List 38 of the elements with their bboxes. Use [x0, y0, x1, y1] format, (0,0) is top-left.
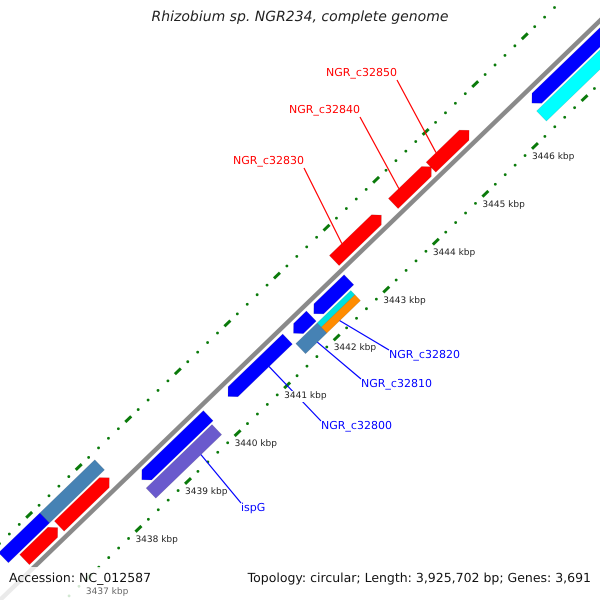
- leader-line: [316, 342, 362, 380]
- accession-text: Accession: NC_012587: [9, 570, 152, 585]
- leader-line: [303, 168, 342, 244]
- gene-block: [320, 294, 361, 334]
- gene-label: NGR_c32800: [321, 420, 392, 433]
- gene-label: NGR_c32820: [389, 349, 460, 362]
- gene-block: [316, 290, 356, 328]
- scale-label: 3440 kbp: [234, 439, 277, 450]
- scale-label: 3439 kbp: [185, 487, 228, 498]
- diagram-title: Rhizobium sp. NGR234, complete genome: [150, 9, 450, 26]
- leader-line: [200, 454, 242, 504]
- gene-block: [295, 322, 328, 354]
- leader-line: [359, 116, 400, 189]
- leader-line: [339, 320, 390, 351]
- leader-line: [396, 80, 437, 153]
- gene-block: [142, 410, 214, 480]
- scale-label: 3437 kbp: [86, 587, 128, 598]
- scale-label: 3442 kbp: [334, 343, 376, 354]
- gene-label: NGR_c32840: [289, 104, 360, 117]
- gene-block: [293, 310, 317, 334]
- gene-block: [39, 459, 105, 524]
- gene-block: [328, 214, 382, 266]
- gene-label: NGR_c32850: [326, 67, 397, 80]
- gene-label: NGR_c32830: [233, 155, 304, 168]
- gene-label: ispG: [241, 502, 266, 515]
- scale-label: 3441 kbp: [284, 391, 327, 402]
- gene-block: [388, 166, 432, 210]
- gene-block: [0, 512, 50, 564]
- scale-label: 3445 kbp: [482, 200, 525, 210]
- scale-label: 3444 kbp: [432, 248, 476, 258]
- scale-label: 3446 kbp: [532, 152, 574, 162]
- gene-block: [54, 477, 110, 532]
- gene-block: [314, 274, 354, 314]
- scale-label: 3438 kbp: [135, 534, 178, 546]
- gene-label: NGR_c32810: [361, 378, 432, 391]
- scale-label: 3443 kbp: [383, 296, 426, 306]
- gene-block: [426, 130, 470, 173]
- genome-stats-text: Topology: circular; Length: 3,925,702 bp; Genes: 3,691: [248, 570, 591, 585]
